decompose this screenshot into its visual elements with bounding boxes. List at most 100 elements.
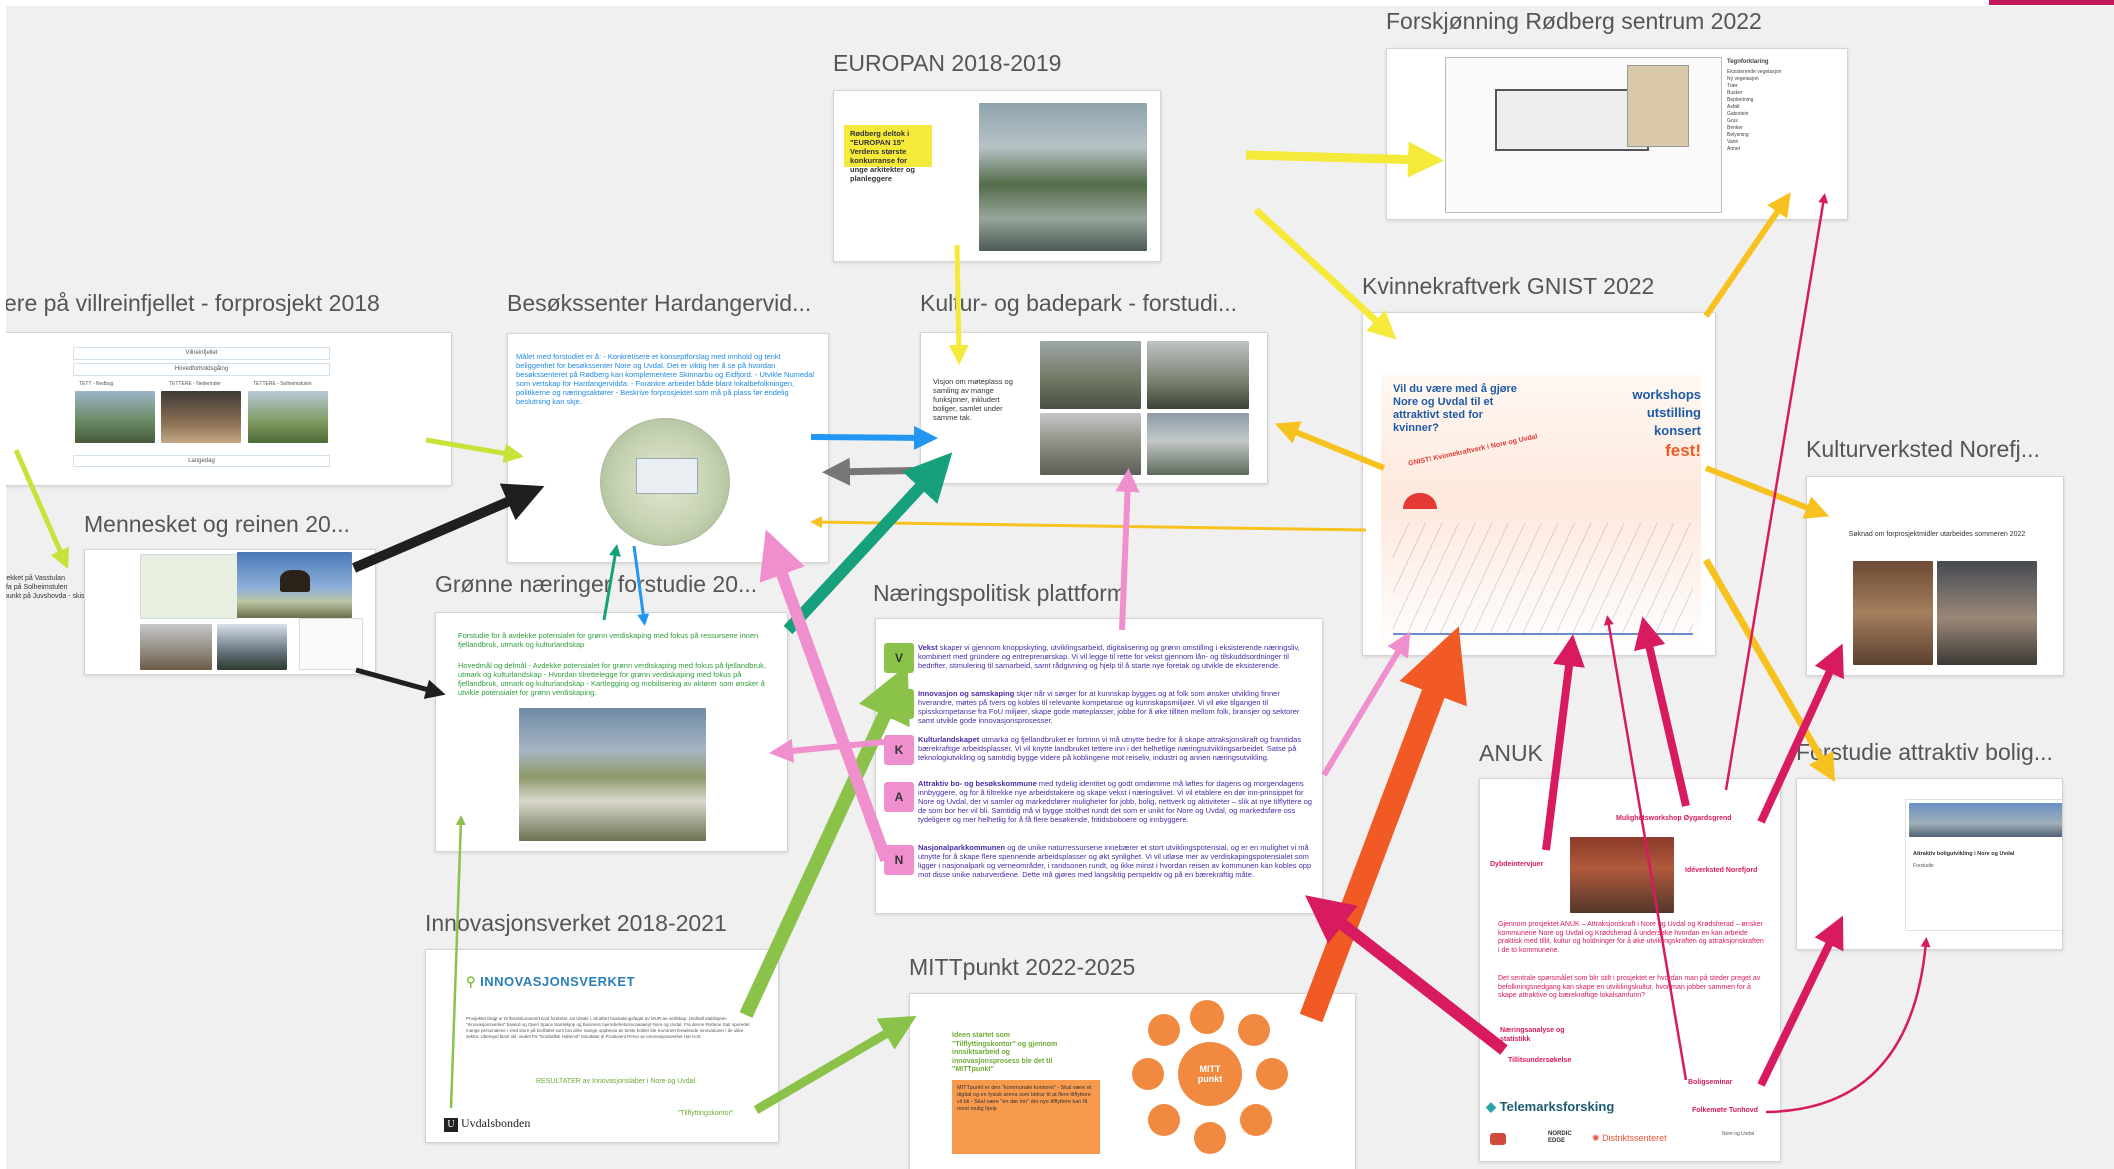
mittpunkt-bubble-5 xyxy=(1194,1122,1226,1154)
card-mittpunkt[interactable]: Ideen startet som "Tilflyttingskontor" o… xyxy=(909,993,1356,1169)
anuk-label-dybde: Dybdeintervjuer xyxy=(1490,861,1544,868)
arrow-mennesket-to-besokssenter xyxy=(352,483,545,573)
card-kultur[interactable]: Visjon om møteplass og samling av mange … xyxy=(920,332,1268,484)
naering-item-i-head: Innovasjon og samskaping xyxy=(918,689,1015,698)
frame-title-anuk[interactable]: ANUK xyxy=(1479,740,1543,766)
mittpunkt-center-label: MITT punkt xyxy=(1197,1064,1223,1084)
frame-title-mittpunkt[interactable]: MITTpunkt 2022-2025 xyxy=(909,954,1136,980)
naering-item-k-text: utmarka og fjellandbruket er fortrinn vi… xyxy=(918,735,1302,762)
naering-item-v-head: Vekst xyxy=(918,643,938,652)
forskjonning-legend-item: Beplantning xyxy=(1727,97,1754,103)
card-gronne[interactable]: Forstudie for å avdekke potensialet for … xyxy=(435,612,788,852)
card-naering[interactable]: V Vekst skaper vi gjennom knoppskyting, … xyxy=(875,618,1323,914)
gronne-text-1: Forstudie for å avdekke potensialet for … xyxy=(458,631,759,649)
naering-item-a: Attraktiv bo- og besøkskommune med tydel… xyxy=(918,779,1316,824)
gnist-event-utstilling: utstilling xyxy=(1646,405,1701,420)
naering-item-i-text: skjer når vi sørger for at kunnskap bygg… xyxy=(918,689,1300,725)
frame-title-europan[interactable]: EUROPAN 2018-2019 xyxy=(833,50,1062,76)
arrow-naering-to-besokssenter xyxy=(759,529,892,863)
mittpunkt-center-bubble xyxy=(1178,1042,1242,1106)
distriktssenteret-text: Distriktssenteret xyxy=(1602,1133,1667,1143)
mittpunkt-bubble-4 xyxy=(1240,1104,1272,1136)
forskjonning-legend-item: Ny vegetasjon xyxy=(1727,76,1759,82)
villrein-photo-1 xyxy=(75,391,155,443)
naering-item-n-text: og de unike naturressursene innebærer et… xyxy=(918,843,1312,879)
villrein-photo-2 xyxy=(161,391,241,443)
kultur-photo-3 xyxy=(1040,413,1141,475)
card-europan[interactable]: Rødberg deltok i "EUROPAN 15" Verdens st… xyxy=(833,90,1161,262)
frame-title-naering[interactable]: Næringspolitisk plattform xyxy=(873,580,1127,606)
villrein-photo-3 xyxy=(248,391,328,443)
frame-title-kulturverksted[interactable]: Kulturverksted Norefj... xyxy=(1806,436,2040,462)
naering-item-n-head: Nasjonalparkkommunen xyxy=(918,843,1006,852)
card-villrein[interactable]: Villreinfjellet Hovedforholdsgåing TETT … xyxy=(6,332,452,486)
naering-tile-n: N xyxy=(884,845,914,875)
krodsherad-logo-icon xyxy=(1490,1133,1506,1145)
innovasjon-logo: ⚲ INNOVASJONSVERKET xyxy=(466,974,635,990)
card-mennesket[interactable] xyxy=(84,549,376,675)
naering-item-a-text: med tydelig identitet og godt omdømme må… xyxy=(918,779,1312,824)
mittpunkt-note: MITTpunkt er den "kommunale kontoret" - … xyxy=(952,1080,1100,1154)
naering-item-k: Kulturlandskapet utmarka og fjellandbruk… xyxy=(918,735,1316,762)
frame-title-gnist[interactable]: Kvinnekraftverk GNIST 2022 xyxy=(1362,273,1655,299)
frame-title-forstudie[interactable]: Forstudie attraktiv bolig... xyxy=(1796,739,2053,765)
naering-tile-a: A xyxy=(884,782,914,812)
forskjonning-legend-title: Tegnforklaring xyxy=(1727,59,1769,65)
gnist-event-konsert: konsert xyxy=(1654,423,1701,438)
naering-tile-k: K xyxy=(884,735,914,765)
card-forstudie[interactable]: Attraktiv boligutvikling i Nore og Uvdal… xyxy=(1796,778,2063,950)
arrow-anuk-to-forstudie-2 xyxy=(1765,937,1931,1114)
gronne-sheep-photo xyxy=(519,708,706,841)
card-besokssenter[interactable]: Målet med forstudiet er å: - Konkretiser… xyxy=(507,333,829,563)
card-innovasjon[interactable]: ⚲ INNOVASJONSVERKET Prosjektet tilsigt e… xyxy=(425,949,779,1143)
telemarksforsking-logo: ◆ Telemarksforsking xyxy=(1486,1099,1614,1115)
reindeer-silhouette-icon xyxy=(280,570,310,592)
villrein-row-1: Villreinfjellet xyxy=(73,347,330,360)
forskjonning-legend-item: Trær xyxy=(1727,83,1738,89)
innovasjon-logo-text: INNOVASJONSVERKET xyxy=(480,974,636,989)
innovasjon-text: Prosjektet tilsigt er Drifsselskontoret/… xyxy=(466,1016,750,1039)
gronne-text-2: Hovedmål og delmål - Avdekke potensialet… xyxy=(458,661,766,697)
kultur-photo-1 xyxy=(1040,341,1141,409)
europan-sticky-note: Rødberg deltok i "EUROPAN 15" Verdens st… xyxy=(844,125,932,183)
mennesket-photo-4 xyxy=(217,624,287,670)
whiteboard-canvas[interactable]: ere på villreinfjellet - forprosjekt 201… xyxy=(6,0,2114,1169)
uvdalsbonden-text: Uvdalsbonden xyxy=(461,1116,531,1130)
forskjonning-legend-item: Vann xyxy=(1727,139,1739,145)
anuk-label-mulighet: Mulighetsworkshop Øygardsgrend xyxy=(1616,815,1732,822)
mittpunkt-bubble-3 xyxy=(1256,1058,1288,1090)
frame-title-kultur[interactable]: Kultur- og badepark - forstudi... xyxy=(920,290,1238,316)
anuk-meeting-photo xyxy=(1570,837,1674,913)
gnist-line-drawing xyxy=(1393,523,1693,635)
frame-title-mennesket[interactable]: Mennesket og reinen 20... xyxy=(84,511,350,537)
telemarksforsking-icon: ◆ xyxy=(1486,1099,1496,1114)
besokssenter-text: Målet med forstudiet er å: - Konkretiser… xyxy=(516,352,815,406)
arrow-gnist-to-besokssenter xyxy=(810,516,1367,532)
frame-title-gronne[interactable]: Grønne næringer forstudie 20... xyxy=(435,571,758,597)
forskjonning-green-area xyxy=(1627,65,1689,147)
villrein-caption-2: TETTERE - Nederinder xyxy=(169,381,221,387)
forskjonning-legend-item: Gatestein xyxy=(1727,111,1749,117)
card-anuk[interactable]: Mulighetsworkshop Øygardsgrend Dybdeinte… xyxy=(1479,778,1781,1162)
frame-title-forskjonning[interactable]: Forskjønning Rødberg sentrum 2022 xyxy=(1386,8,1762,34)
card-gnist[interactable]: Vil du være med å gjøre Nore og Uvdal ti… xyxy=(1362,312,1716,656)
frame-title-villrein[interactable]: ere på villreinfjellet - forprosjekt 201… xyxy=(6,290,380,316)
frame-title-innovasjon[interactable]: Innovasjonsverket 2018-2021 xyxy=(425,910,727,936)
frame-title-besokssenter[interactable]: Besøkssenter Hardangervid... xyxy=(507,290,812,316)
mennesket-map xyxy=(140,554,238,619)
nordic-edge-logo: NORDIC EDGE xyxy=(1548,1131,1572,1144)
card-kulturverksted[interactable]: Søknad om forprosjektmidler utarbeides s… xyxy=(1806,476,2064,676)
naering-item-v: Vekst skaper vi gjennom knoppskyting, ut… xyxy=(918,643,1316,670)
forstudie-header-photo xyxy=(1909,803,2062,837)
gnist-event-workshops: workshops xyxy=(1632,387,1701,402)
anuk-label-analyse: Næringsanalyse og statistikk xyxy=(1500,1027,1565,1043)
kultur-photo-2 xyxy=(1147,341,1249,409)
forskjonning-legend-item: Annet xyxy=(1727,146,1741,152)
naering-item-v-text: skaper vi gjennom knoppskyting, utviklin… xyxy=(918,643,1300,670)
arrow-naering-to-kultur xyxy=(1115,468,1140,631)
top-accent-tab[interactable] xyxy=(1989,0,2114,5)
naering-item-n: Nasjonalparkkommunen og de unike naturre… xyxy=(918,843,1316,879)
gnist-poster xyxy=(1381,375,1701,655)
card-forskjonning[interactable]: Tegnforklaring Eksisterende vegetasjon N… xyxy=(1386,48,1848,220)
anuk-text-2: Det sentrale spørsmålet som blir stilt i… xyxy=(1498,975,1761,999)
